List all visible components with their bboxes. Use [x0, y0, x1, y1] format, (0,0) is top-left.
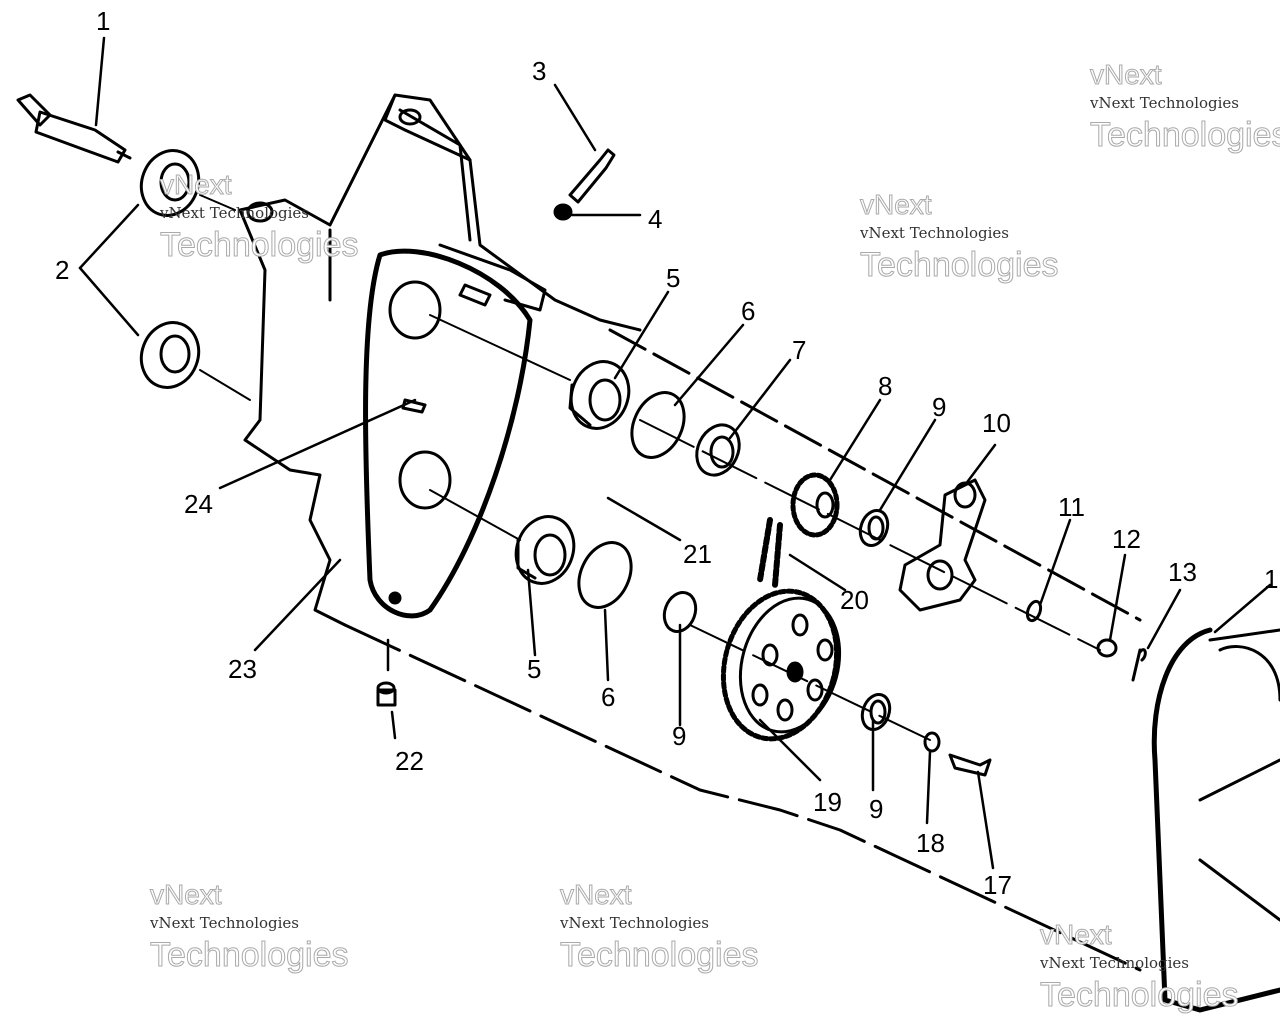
callout-4: 4 [648, 204, 663, 234]
callout-19: 19 [813, 787, 842, 817]
watermark-text: vNext Technologies [1090, 94, 1240, 112]
callout-1: 1 [96, 6, 111, 36]
callout-22: 22 [395, 746, 424, 776]
callout-2: 2 [55, 255, 70, 285]
callout-11: 11 [1058, 492, 1085, 522]
leader-lines [78, 36, 1272, 870]
watermark-technologies: Technologies [149, 936, 349, 975]
watermark-vnext: vNext [1090, 59, 1163, 90]
watermark-technologies: Technologies [159, 226, 359, 265]
watermark-top-center: vNext vNext Technologies Technologies [859, 189, 1059, 285]
watermark-text: vNext Technologies [150, 914, 300, 932]
watermark-text: vNext Technologies [560, 914, 710, 932]
chain [757, 517, 783, 588]
watermark-bottom-left: vNext vNext Technologies Technologies [149, 879, 349, 975]
callout-9-upper: 9 [932, 392, 947, 422]
callout-6-upper: 6 [741, 296, 756, 326]
watermark-bottom-center: vNext vNext Technologies Technologies [559, 879, 759, 975]
watermark-top-left: vNext vNext Technologies Technologies [159, 169, 359, 265]
gasket [363, 248, 533, 619]
watermark-bottom-right: vNext vNext Technologies Technologies [1039, 919, 1239, 1015]
bearing-upper [568, 360, 631, 430]
bolt [568, 148, 616, 204]
washer-18 [923, 731, 941, 753]
watermark-vnext: vNext [150, 879, 223, 910]
callout-21: 21 [683, 539, 712, 569]
washer-upper [858, 509, 890, 547]
callout-5-upper: 5 [666, 263, 681, 293]
snap-ring-upper [630, 391, 686, 459]
callout-10: 10 [982, 408, 1011, 438]
snap-ring-lower [577, 541, 633, 609]
chaincase-cover [1151, 627, 1280, 1013]
chaincase-housing [238, 93, 1142, 972]
watermark-text: vNext Technologies [160, 204, 310, 222]
lower-gear [720, 588, 842, 742]
callout-9-mid: 9 [672, 721, 687, 751]
callout-18: 18 [916, 828, 945, 858]
watermark-vnext: vNext [1040, 919, 1113, 950]
seal-lower [139, 321, 201, 389]
upper-sprocket [790, 472, 840, 538]
bolt-17 [948, 753, 992, 777]
cotter-pin [1131, 648, 1147, 682]
watermark-technologies: Technologies [559, 936, 759, 975]
seal-upper [139, 149, 201, 217]
watermark-top-right: vNext vNext Technologies Technologies [1089, 59, 1280, 155]
washer-lower [860, 693, 892, 731]
callout-8: 8 [878, 371, 893, 401]
callout-23: 23 [228, 654, 257, 684]
washer-mid [662, 591, 698, 633]
callout-1x-cover: 1 [1264, 564, 1279, 594]
watermark-vnext: vNext [160, 169, 233, 200]
callout-6-lower: 6 [601, 682, 616, 712]
nut-12 [1096, 638, 1118, 658]
callout-20: 20 [840, 585, 869, 615]
callout-24: 24 [184, 489, 213, 519]
drain-plug [376, 681, 397, 707]
callout-17: 17 [983, 870, 1012, 900]
callout-13: 13 [1168, 557, 1197, 587]
watermark-vnext: vNext [860, 189, 933, 220]
watermark-text: vNext Technologies [860, 224, 1010, 242]
nut [553, 203, 573, 221]
axis-lines [199, 194, 1101, 741]
bearing-lower [514, 515, 576, 585]
washer-11 [1025, 599, 1043, 623]
input-shaft [16, 93, 132, 164]
callout-9-lower: 9 [869, 794, 884, 824]
seal-7 [695, 423, 741, 477]
callout-12: 12 [1112, 524, 1141, 554]
watermark-technologies: Technologies [1039, 976, 1239, 1015]
watermark-technologies: Technologies [1089, 116, 1280, 155]
watermark-technologies: Technologies [859, 246, 1059, 285]
watermark-text: vNext Technologies [1040, 954, 1190, 972]
watermark-vnext: vNext [560, 879, 633, 910]
tensioner-arm [898, 478, 987, 612]
callout-3: 3 [532, 56, 547, 86]
callout-5-lower: 5 [527, 654, 542, 684]
callout-7: 7 [792, 335, 807, 365]
